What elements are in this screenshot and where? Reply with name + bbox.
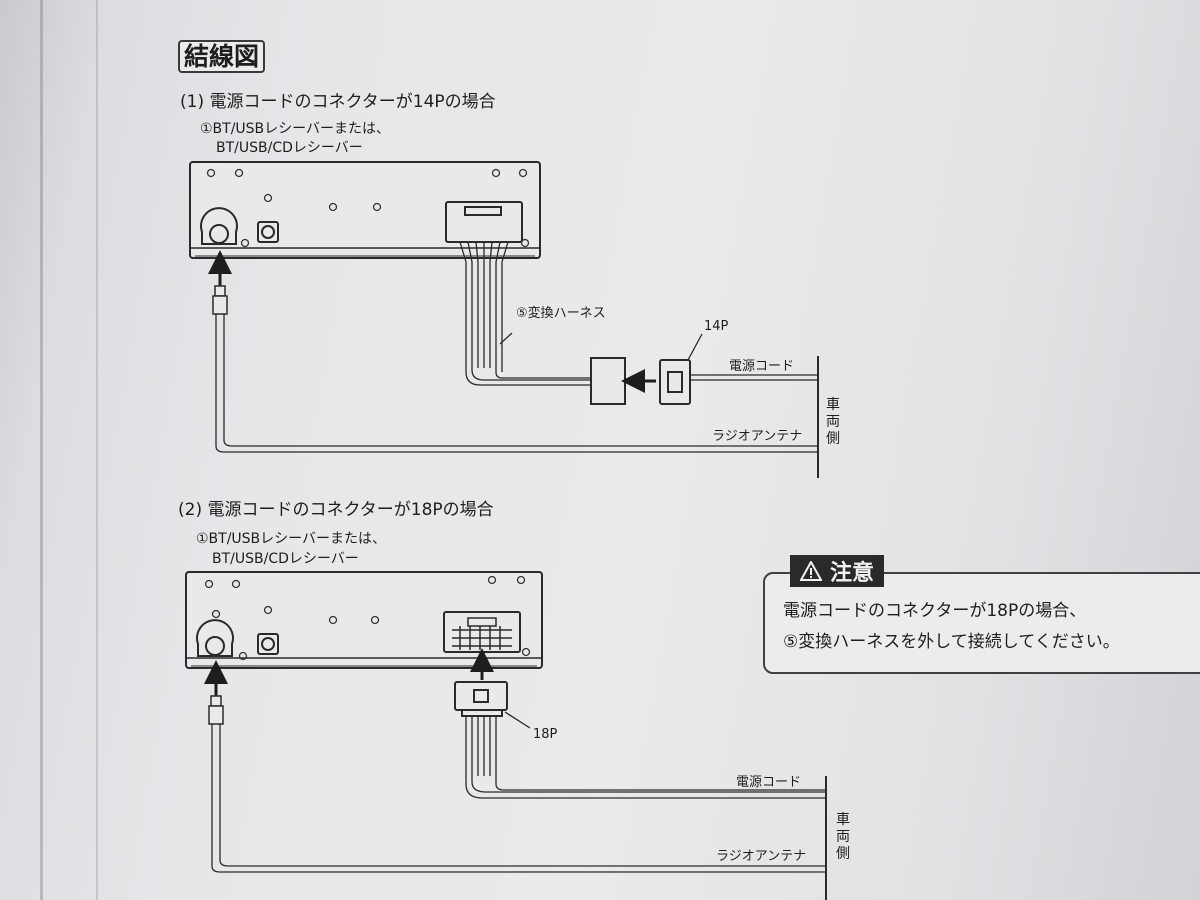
- radio-antenna-label-1: ラジオアンテナ: [712, 429, 803, 444]
- page-heading: 結線図: [178, 40, 266, 73]
- connector-socket-18p: [443, 611, 521, 653]
- power-cord-bundle-2: [465, 716, 826, 799]
- caution-line1: 電源コードのコネクターが18Pの場合、: [783, 601, 1087, 621]
- harness-connector: [590, 357, 626, 405]
- section1-title: (1) 電源コードのコネクターが14Pの場合: [180, 92, 496, 112]
- antenna-cable-1a: [215, 314, 818, 453]
- antenna-cable-1b: [223, 314, 818, 447]
- antenna-jack-2: [196, 619, 234, 657]
- caution-title: 注意: [830, 561, 875, 586]
- caution-badge: 注意: [790, 555, 885, 587]
- mounting-screws-1: [206, 168, 530, 248]
- 18p-label-leader: [504, 711, 531, 729]
- section2-device-label-line1: ①BT/USBレシーバーまたは、: [196, 531, 387, 547]
- vehicle-side-label-1: 車両側: [826, 397, 840, 447]
- mounting-screws-2: [204, 575, 531, 661]
- power-cord-label-1: 電源コード: [729, 359, 795, 374]
- antenna-plug-2: [208, 695, 224, 725]
- power-cord-label-2: 電源コード: [736, 775, 802, 790]
- connector-socket-14p: [445, 201, 523, 243]
- 14p-label-leader: [687, 333, 703, 361]
- page-fold-line: [96, 0, 98, 900]
- radio-antenna-label-2: ラジオアンテナ: [716, 849, 807, 864]
- usb-port-1: [257, 221, 279, 243]
- connector-14p-label: 14P: [704, 319, 729, 334]
- page-fold-line: [40, 0, 43, 900]
- harness-label: ⑤変換ハーネス: [516, 306, 606, 321]
- caution-box: [763, 572, 1200, 674]
- antenna-cable-2b: [219, 724, 826, 867]
- vehicle-connector-14p: [659, 359, 691, 405]
- vehicle-connector-18p: [454, 681, 508, 717]
- conversion-harness-wires: [459, 241, 592, 386]
- usb-port-2: [257, 633, 279, 655]
- warning-triangle-icon: [800, 561, 822, 581]
- antenna-plug-1: [212, 285, 228, 315]
- vehicle-side-label-2: 車両側: [836, 812, 850, 862]
- section1-device-label-line1: ①BT/USBレシーバーまたは、: [200, 121, 391, 137]
- connector-18p-label: 18P: [533, 727, 558, 742]
- section2-device-label-line2: BT/USB/CDレシーバー: [212, 551, 359, 567]
- section1-device-label-line2: BT/USB/CDレシーバー: [216, 140, 363, 156]
- antenna-jack-1: [200, 207, 238, 245]
- antenna-cable-2a: [211, 724, 826, 873]
- caution-line2: ⑤変換ハーネスを外して接続してください。: [783, 632, 1120, 652]
- section2-title: (2) 電源コードのコネクターが18Pの場合: [178, 500, 494, 520]
- harness-label-leader: [499, 332, 513, 345]
